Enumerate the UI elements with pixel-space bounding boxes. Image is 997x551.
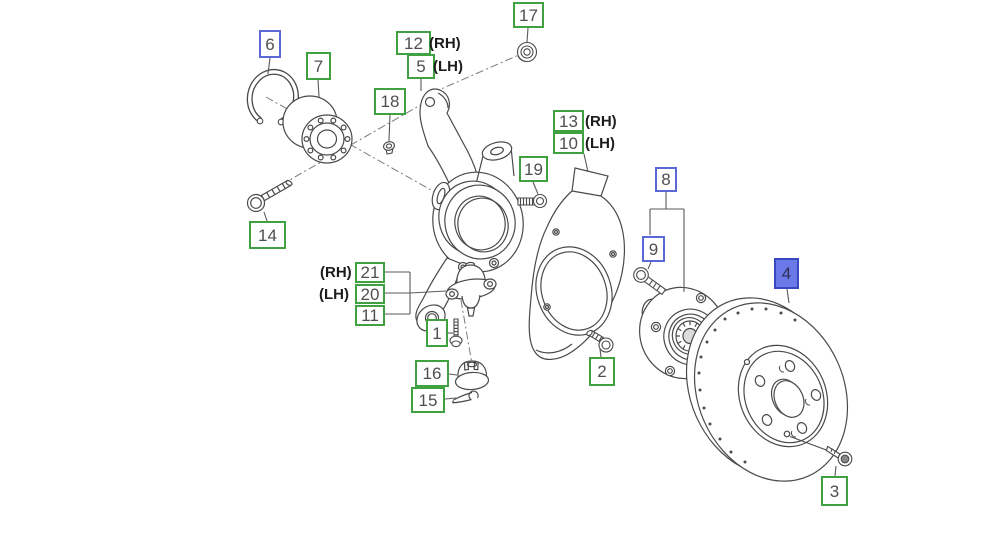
ball-joint-drawing (445, 261, 497, 317)
leader-18 (388, 114, 391, 142)
callout-20[interactable]: 20 (355, 284, 385, 304)
callout-16[interactable]: 16 (415, 360, 449, 387)
leader-2 (599, 348, 602, 358)
leader-lines (263, 27, 837, 477)
callout-3[interactable]: 3 (821, 476, 848, 506)
ball-joint-bolt-drawing (449, 318, 463, 348)
disc-screw-drawing (825, 445, 853, 467)
callout-6[interactable]: 6 (259, 30, 281, 58)
side-label-lh-20: (LH) (319, 286, 349, 303)
callout-19[interactable]: 19 (519, 156, 548, 182)
callout-14[interactable]: 14 (249, 221, 286, 249)
side-label-rh-12: (RH) (429, 35, 461, 52)
flange-nut-drawing (516, 41, 538, 63)
brake-disc-drawing (685, 297, 849, 482)
leader-9 (647, 261, 652, 270)
callout-10[interactable]: 10 (553, 132, 584, 154)
callout-13[interactable]: 13 (553, 110, 584, 132)
callout-17[interactable]: 17 (513, 2, 544, 28)
leader-3 (834, 465, 837, 477)
leader-4 (786, 288, 790, 304)
knuckle-bolt-drawing (246, 179, 293, 213)
leader-8-bracket (649, 192, 685, 292)
callout-4[interactable]: 4 (774, 258, 799, 289)
callout-5[interactable]: 5 (407, 54, 435, 79)
wheel-bearing-drawing (282, 95, 353, 164)
callout-18[interactable]: 18 (374, 88, 406, 115)
lower-bolt-drawing (586, 329, 614, 353)
leader-6 (267, 57, 271, 75)
leader-17 (526, 27, 529, 43)
callout-8[interactable]: 8 (655, 167, 677, 192)
disc-vent-dots (697, 307, 797, 464)
steering-knuckle-drawing (415, 88, 524, 332)
callout-9[interactable]: 9 (642, 236, 665, 262)
side-label-lh-10: (LH) (585, 135, 615, 152)
leader-19 (532, 181, 539, 195)
callout-7[interactable]: 7 (306, 52, 331, 80)
callout-1[interactable]: 1 (426, 319, 448, 347)
callout-12[interactable]: 12 (396, 31, 431, 55)
side-label-rh-21: (RH) (320, 264, 352, 281)
center-axis-line (266, 102, 425, 194)
callout-11[interactable]: 11 (355, 305, 385, 326)
cotter-pin-drawing (451, 390, 479, 404)
shield-bolt-drawing (517, 193, 548, 209)
wheel-stud-drawing (633, 267, 667, 296)
leader-7 (317, 79, 320, 98)
callout-15[interactable]: 15 (411, 387, 445, 413)
dust-shield-drawing (528, 167, 626, 360)
castle-nut-drawing (454, 360, 490, 391)
plug-rivet-drawing (383, 141, 395, 155)
side-label-lh-5: (LH) (433, 58, 463, 75)
center-axis-line (460, 299, 473, 365)
leader-15 (444, 397, 457, 400)
leader-21-20-11-bracket (385, 271, 447, 315)
leader-14 (263, 211, 268, 222)
leader-13-10 (583, 153, 589, 173)
side-label-rh-13: (RH) (585, 113, 617, 130)
center-axis-line (431, 53, 522, 94)
callout-2[interactable]: 2 (589, 357, 615, 386)
callout-21[interactable]: 21 (355, 262, 385, 283)
leader-16 (448, 373, 458, 376)
